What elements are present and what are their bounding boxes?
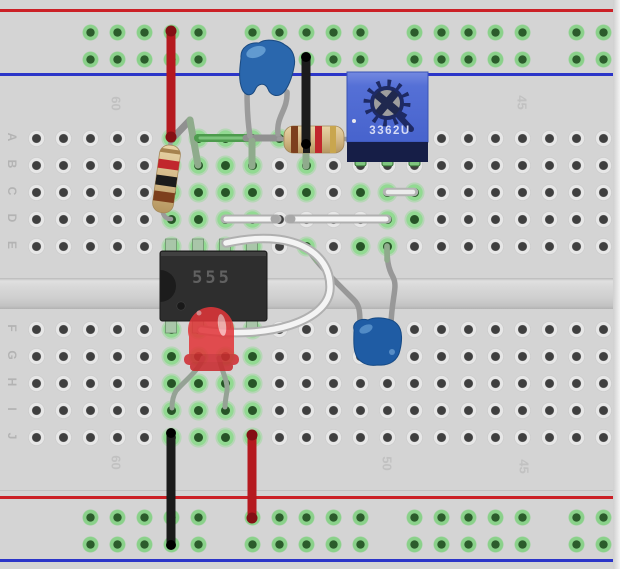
connection-ring xyxy=(349,181,371,203)
hole-grid-rows-f-j xyxy=(22,315,617,451)
power-rail-hole-group xyxy=(400,530,536,558)
power-rail-hole-group xyxy=(76,503,212,531)
connection-ring xyxy=(214,181,236,203)
band-tan xyxy=(159,147,182,155)
band-brown xyxy=(291,126,298,153)
trimmer-index-dot xyxy=(352,119,356,123)
connection-ring xyxy=(241,181,263,203)
bottom-rail-positive-line xyxy=(0,496,620,499)
bottom-rail-seam xyxy=(0,490,620,491)
band-brown xyxy=(152,190,176,204)
connection-ring xyxy=(187,181,209,203)
resistor-vertical[interactable] xyxy=(151,136,182,222)
band-red xyxy=(157,158,180,171)
band-red xyxy=(315,126,322,153)
connection-ring xyxy=(160,345,182,367)
power-rail-hole-group xyxy=(400,45,536,73)
capacitor-small[interactable] xyxy=(353,317,403,366)
trimmer-potentiometer[interactable]: 3362U xyxy=(346,71,429,167)
power-rail-hole-group xyxy=(400,503,536,531)
band-black xyxy=(155,174,178,188)
connection-ring xyxy=(214,426,236,448)
power-rail-hole-group xyxy=(562,503,620,531)
power-rail-hole-group xyxy=(238,18,374,46)
power-rail-hole-group xyxy=(76,530,212,558)
jumper-wire-black-top[interactable] xyxy=(301,52,311,149)
connection-ring xyxy=(241,345,263,367)
bottom-rail-negative-line xyxy=(0,559,620,562)
connection-ring xyxy=(214,154,236,176)
connection-ring xyxy=(187,208,209,230)
band-gold xyxy=(330,126,336,153)
connection-ring xyxy=(187,372,209,394)
connection-ring xyxy=(403,208,425,230)
connection-ring xyxy=(214,399,236,421)
curved-white-wire[interactable] xyxy=(196,233,335,338)
connection-ring xyxy=(187,426,209,448)
power-wire-red-bottom[interactable] xyxy=(246,429,258,524)
top-rail-positive-line xyxy=(0,9,620,12)
led-red[interactable] xyxy=(169,307,239,411)
power-rail-hole-group xyxy=(76,18,212,46)
connection-ring xyxy=(295,181,317,203)
power-rail-hole-group xyxy=(76,45,212,73)
power-rail-hole-group xyxy=(562,45,620,73)
connection-ring xyxy=(187,399,209,421)
power-wire-red-top[interactable] xyxy=(165,25,177,143)
connection-ring xyxy=(241,399,263,421)
trimmer-dial[interactable] xyxy=(363,79,414,132)
resistor-horizontal[interactable] xyxy=(276,125,356,154)
ic-label: 555 xyxy=(192,268,232,288)
ic-notch xyxy=(160,270,176,302)
power-rail-hole-group xyxy=(400,18,536,46)
ground-wire-black-bottom[interactable] xyxy=(166,428,176,550)
capacitor-large[interactable] xyxy=(239,39,296,139)
ic-pin1-dot xyxy=(176,301,186,311)
center-channel xyxy=(0,278,620,309)
connection-ring xyxy=(241,372,263,394)
trimmer-label: 3362U xyxy=(369,125,410,137)
white-jumper-row-d-left[interactable] xyxy=(220,214,282,224)
connection-ring xyxy=(349,235,371,257)
power-rail-hole-group xyxy=(238,503,374,531)
power-rail-hole-group xyxy=(562,18,620,46)
white-jumper-row-d-right[interactable] xyxy=(284,214,392,224)
board-right-edge xyxy=(613,0,620,569)
power-rail-hole-group xyxy=(562,530,620,558)
trimmer-base xyxy=(347,142,428,162)
power-rail-hole-group xyxy=(238,530,374,558)
